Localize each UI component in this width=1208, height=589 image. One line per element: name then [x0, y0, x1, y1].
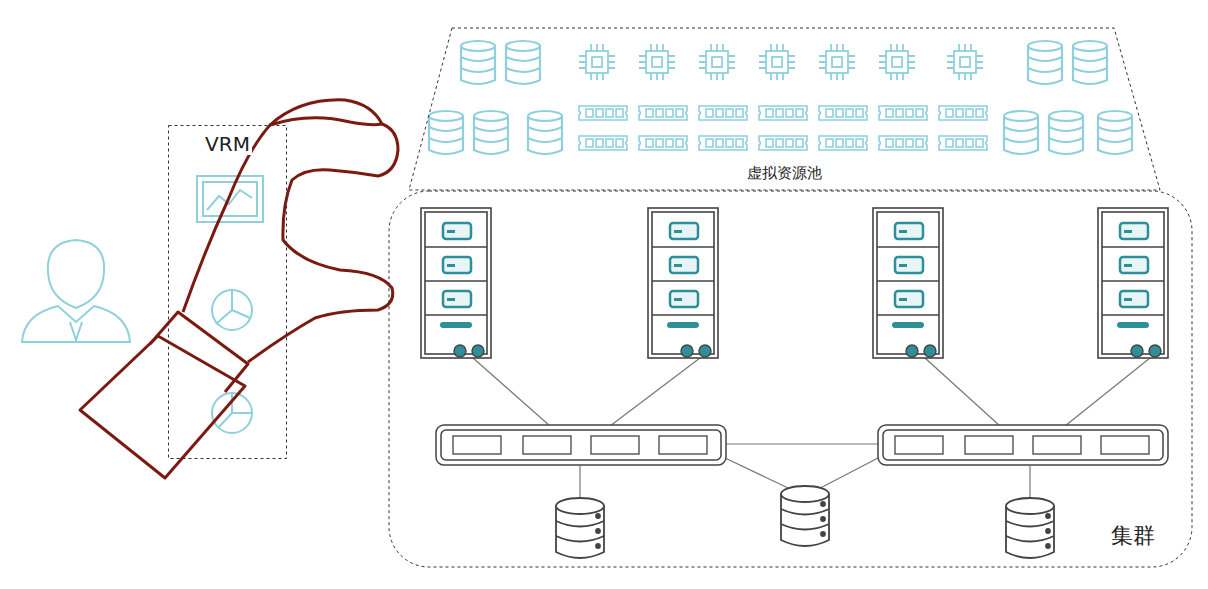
- group-box: VRM: [168, 125, 287, 459]
- user-icon: [22, 240, 130, 342]
- group-box: 虚拟资源池: [408, 27, 1161, 191]
- group-label: 集群: [1109, 524, 1157, 548]
- hand-drawing: [80, 100, 398, 478]
- cluster-hardware: [421, 208, 1168, 558]
- dashed-outline: [388, 190, 1193, 568]
- group-label: 虚拟资源池: [745, 165, 824, 182]
- group-label: VRM: [203, 133, 252, 155]
- group-box: 集群: [388, 190, 1193, 568]
- resource-pool-icons: [429, 41, 1132, 154]
- vrm-icons: [197, 176, 263, 433]
- dashed-outline: [168, 125, 287, 459]
